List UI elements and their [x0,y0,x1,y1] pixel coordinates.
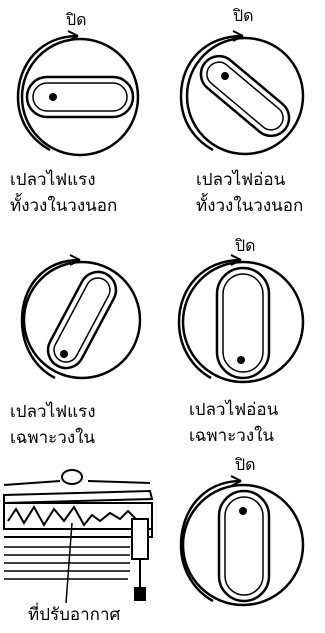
caption-line-1: เปลวไฟแรง [10,170,96,190]
off-label: ปิด [235,236,256,255]
knob-weak-both: ปิด เปลวไฟอ่อน ทั้งวงในวงนอก [163,0,325,230]
knob-strong-inner: เปลวไฟแรง เฉพาะวงใน [0,240,160,450]
knob-dial-icon [20,254,142,380]
caption-line-2: ทั้งวงในวงนอก [196,196,304,216]
caption-line-2: เฉพาะวงใน [189,426,275,446]
off-label: ปิด [66,10,87,29]
knob-dial-icon [179,30,305,156]
caption-line-1: ที่ปรับอากาศ [28,605,121,625]
caption-line-2: เฉพาะวงใน [10,428,96,448]
burner-illustration-icon [3,469,154,604]
knob-off: ปิด [163,455,325,633]
caption-line-1: เปลวไฟอ่อน [189,400,279,420]
knob-dial-icon [179,475,305,607]
knob-strong-both: ปิด เปลวไฟแรง ทั้งวงในวงนอก [0,0,160,230]
off-label: ปิด [233,6,254,25]
air-adjuster-panel: ที่ปรับอากาศ [0,455,163,633]
caption-line-1: เปลวไฟอ่อน [196,170,286,190]
off-label: ปิด [235,455,256,474]
caption-line-1: เปลวไฟแรง [10,402,96,422]
caption-line-2: ทั้งวงในวงนอก [10,196,118,216]
knob-dial-icon [16,30,140,157]
knob-weak-inner: ปิด เปลวไฟอ่อน เฉพาะวงใน [163,226,325,450]
knob-dial-icon [177,254,305,384]
